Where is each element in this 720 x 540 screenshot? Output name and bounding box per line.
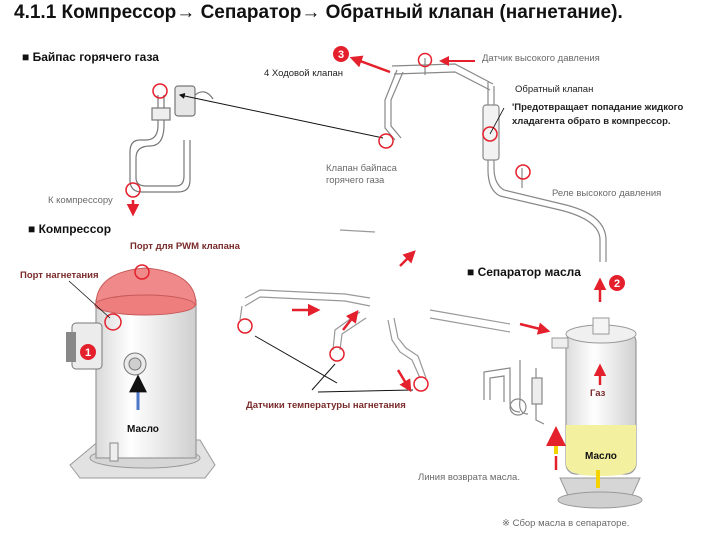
- label-gas: Газ: [590, 388, 606, 399]
- compressor: [66, 267, 216, 479]
- label-oil-return-line: Линия возврата масла.: [418, 472, 520, 483]
- flow-arrow: [349, 55, 391, 74]
- svg-text:1: 1: [85, 347, 91, 359]
- svg-text:2: 2: [614, 278, 620, 290]
- bypass-valve-assembly: [129, 85, 214, 193]
- label-bypass-valve: Клапан байпаса горячего газа: [326, 163, 397, 186]
- label-oil-separator: Масло: [585, 451, 617, 462]
- flow-arrow: [399, 250, 416, 267]
- badge-1: 1: [80, 344, 96, 360]
- label-high-pressure-sensor: Датчик высокого давления: [482, 53, 600, 64]
- temp-sensor-marker: [413, 376, 429, 392]
- section-oil-separator: ■ Сепаратор масла: [467, 265, 581, 279]
- discharge-port-marker: [104, 313, 122, 331]
- pointer-line: [68, 280, 111, 319]
- temp-sensor-marker: [329, 346, 345, 362]
- pointer-line: [317, 389, 414, 393]
- label-check-valve: Обратный клапан: [515, 84, 594, 95]
- oil-level-fill: [566, 425, 636, 476]
- pointer-line: [311, 363, 336, 391]
- oil-collection-note: ※ Сбор масла в сепараторе.: [502, 518, 630, 529]
- label-oil-compressor: Масло: [127, 424, 159, 435]
- badge-3: 3: [333, 46, 349, 62]
- check-valve-note: 'Предотвращает попадание жидкого хладаге…: [512, 102, 684, 127]
- sensor-marker: [152, 83, 168, 99]
- pointer-line: [178, 93, 384, 139]
- label-to-compressor: К компрессору: [48, 195, 113, 206]
- svg-text:3: 3: [338, 49, 344, 61]
- label-discharge-temp-sensors: Датчики температуры нагнетания: [246, 400, 406, 411]
- sensor-marker: [417, 52, 433, 68]
- label-pwm-port: Порт для PWM клапана: [130, 241, 240, 252]
- sensor-marker: [515, 164, 531, 180]
- label-four-way-valve: 4 Ходовой клапан: [264, 68, 343, 79]
- page-title: 4.1.1 Компрессор→ Сепаратор→ Обратный кл…: [14, 2, 623, 23]
- oil-separator: [551, 317, 643, 509]
- pwm-port-marker: [134, 264, 150, 280]
- sensor-marker: [125, 182, 141, 198]
- discharge-temperature-piping: [239, 229, 511, 379]
- sensor-marker: [482, 126, 498, 142]
- label-high-pressure-switch: Реле высокого давления: [552, 188, 662, 199]
- section-hot-gas-bypass: ■ Байпас горячего газа: [22, 50, 159, 64]
- pointer-line: [489, 107, 505, 135]
- flow-arrow: [519, 322, 551, 335]
- pointer-line: [254, 335, 338, 384]
- flow-arrow: [396, 369, 412, 393]
- flow-arrow: [342, 310, 359, 331]
- sensor-marker: [378, 133, 394, 149]
- badge-2: 2: [609, 275, 625, 291]
- label-discharge-port: Порт нагнетания: [20, 270, 99, 281]
- temp-sensor-marker: [237, 318, 253, 334]
- oil-return-piping: [483, 360, 545, 425]
- section-compressor: ■ Компрессор: [28, 222, 112, 236]
